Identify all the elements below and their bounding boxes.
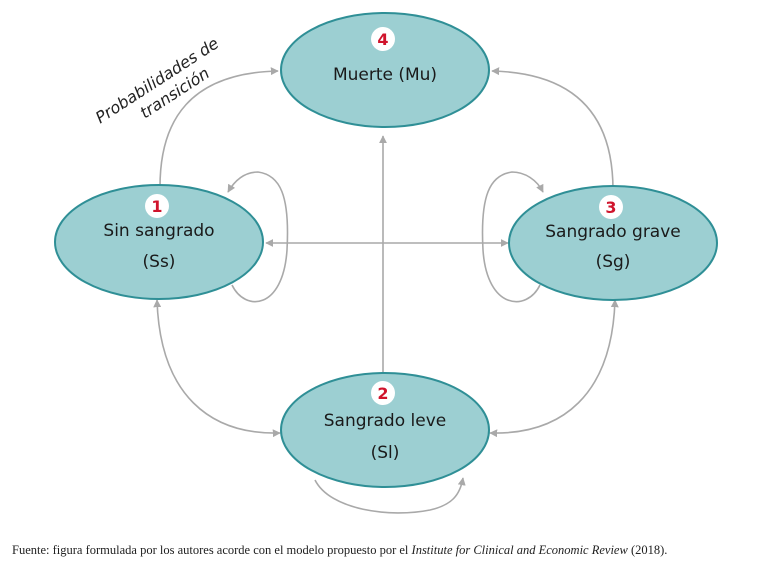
state-sangrado-grave-badge: [599, 195, 623, 219]
state-sangrado-grave-ellipse: [508, 185, 718, 301]
state-muerte-badge: [371, 27, 395, 51]
edge-sl-self-loop: [314, 477, 466, 514]
state-sangrado-grave-label: Sangrado grave: [545, 222, 681, 242]
caption-prefix: Fuente: figura formulada por los autores…: [12, 543, 412, 557]
edge-sg-self-loop: [481, 171, 544, 303]
state-muerte-number: 4: [377, 30, 388, 49]
state-muerte: 4 Muerte (Mu): [280, 12, 490, 128]
caption-suffix: (2018).: [627, 543, 668, 557]
edge-sg-to-mu: [491, 67, 614, 191]
edge-ss-self-loop: [227, 171, 289, 303]
state-sangrado-leve-label: Sangrado leve: [324, 411, 446, 431]
state-muerte-label: Muerte (Mu): [333, 65, 437, 85]
figure-caption: Fuente: figura formulada por los autores…: [12, 543, 757, 558]
state-sin-sangrado-badge: [145, 194, 169, 218]
state-sin-sangrado-label: Sin sangrado: [103, 221, 214, 241]
state-sangrado-grave-abbr: (Sg): [596, 252, 631, 272]
state-sin-sangrado: 1 Sin sangrado (Ss): [54, 184, 264, 300]
caption-source: Institute for Clinical and Economic Revi…: [411, 543, 628, 557]
state-sin-sangrado-ellipse: [54, 184, 264, 300]
edge-ss-sl-bidirectional: [153, 299, 281, 438]
markov-state-diagram: Probabilidades de transición 4 Muerte (M…: [54, 12, 718, 514]
edge-ss-to-mu: [159, 67, 279, 188]
state-sangrado-leve: 2 Sangrado leve (Sl): [280, 372, 490, 488]
state-sangrado-leve-abbr: (Sl): [371, 443, 400, 463]
state-sangrado-leve-number: 2: [377, 384, 388, 403]
state-sangrado-grave-number: 3: [605, 198, 616, 217]
state-sangrado-leve-badge: [371, 381, 395, 405]
state-sin-sangrado-abbr: (Ss): [143, 252, 176, 272]
transition-probabilities-annotation: Probabilidades de transición: [92, 33, 222, 127]
transition-edges: [153, 67, 619, 514]
state-sin-sangrado-number: 1: [151, 197, 162, 216]
state-sangrado-leve-ellipse: [280, 372, 490, 488]
state-muerte-ellipse: [280, 12, 490, 128]
state-sangrado-grave: 3 Sangrado grave (Sg): [508, 185, 718, 301]
edge-sg-sl-bidirectional: [489, 299, 619, 438]
